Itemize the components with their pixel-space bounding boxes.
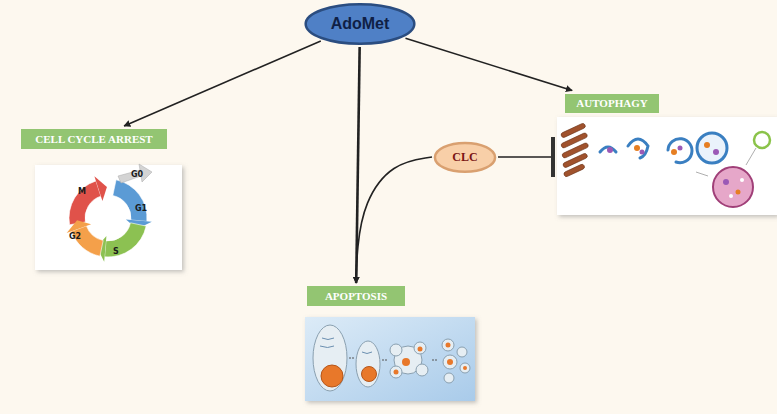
inhibition-connector <box>498 156 553 158</box>
node-text: APOPTOSIS <box>325 290 387 302</box>
outcome-band: CELL CYCLE ARREST <box>21 129 167 149</box>
outcome-band: AUTOPHAGY <box>565 94 659 113</box>
phase-label: G0 <box>131 170 143 179</box>
cell-cycle-panel <box>35 165 182 270</box>
autophagosome <box>697 133 727 163</box>
node-text: AUTOPHAGY <box>576 97 647 109</box>
cycle-phase-arc <box>71 226 103 256</box>
lysosome <box>754 132 770 148</box>
node-text: CELL CYCLE ARREST <box>35 133 152 145</box>
modulator-ellipse: CLC <box>434 142 496 173</box>
phase-label: G1 <box>135 204 147 213</box>
arrow-connector <box>405 38 572 90</box>
cycle-phase-arc <box>113 180 147 222</box>
arrow-connector <box>124 41 321 126</box>
phase-label: S <box>113 247 119 256</box>
autolysosome <box>713 167 753 207</box>
er-stacks <box>560 123 589 178</box>
apoptosis-panel <box>305 317 475 401</box>
node-text: AdoMet <box>331 15 390 33</box>
outcome-band: APOPTOSIS <box>307 286 405 306</box>
autophagy-panel <box>557 117 777 215</box>
cycle-arrow-tip <box>67 220 91 233</box>
arrow-connector <box>356 157 432 283</box>
cycle-arrow-tip <box>94 176 107 201</box>
phagophores <box>600 139 692 163</box>
apoptosis-illustration <box>305 317 475 401</box>
cycle-phase-arc <box>105 223 147 257</box>
agent-ellipse: AdoMet <box>304 3 416 45</box>
phase-label: M <box>78 187 86 196</box>
cell-cycle-wheel <box>67 164 152 262</box>
cycle-phase-arc <box>69 181 101 225</box>
g0-arrow <box>118 164 152 183</box>
node-text: CLC <box>452 150 477 165</box>
phase-label: G2 <box>69 232 81 241</box>
autophagy-illustration <box>557 117 777 215</box>
